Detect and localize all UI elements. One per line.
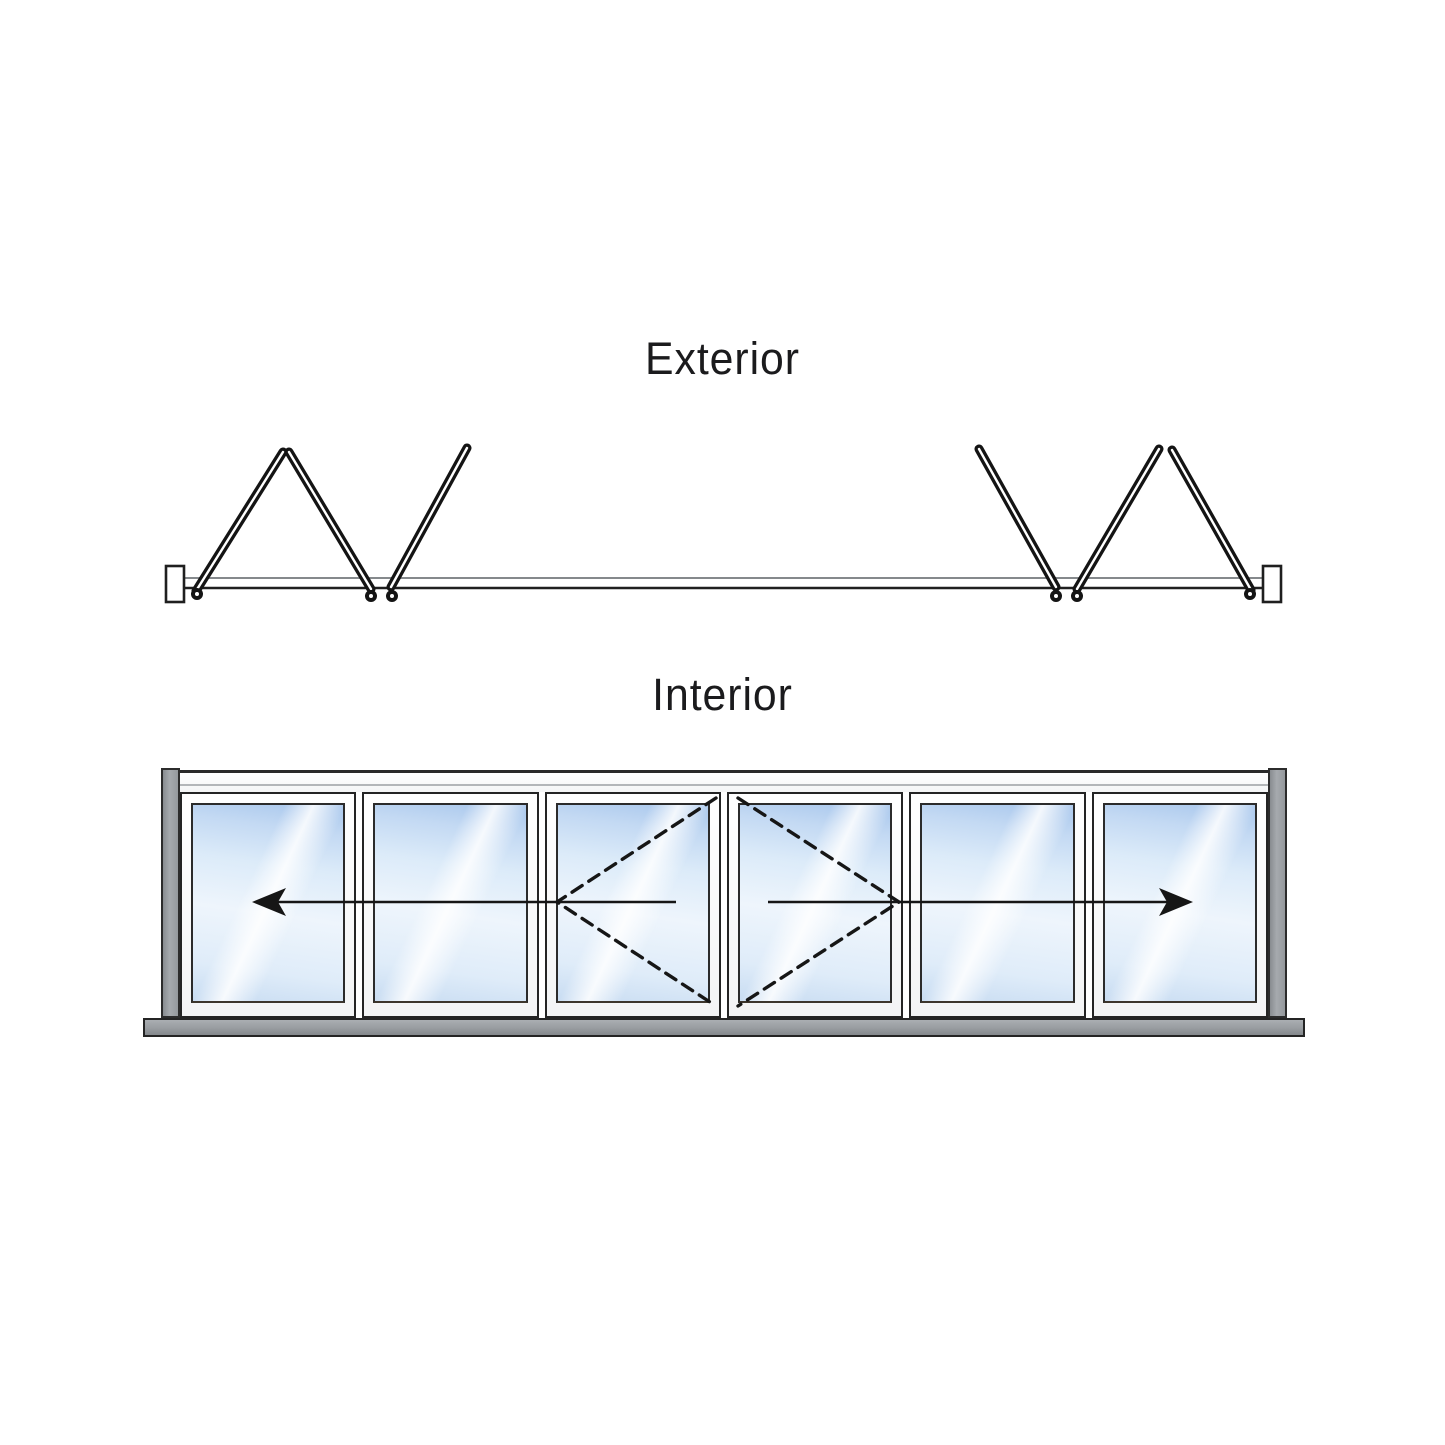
glass-pane [920, 803, 1075, 1003]
plan-left-panel-stack [191, 443, 472, 596]
glass-pane [373, 803, 528, 1003]
door-panel-6 [1091, 792, 1268, 1018]
interior-elevation-view [143, 768, 1305, 1037]
door-panel-5 [909, 792, 1086, 1018]
door-panel-1 [180, 792, 357, 1018]
glass-pane [191, 803, 346, 1003]
hinge-pivot-icons [191, 588, 1256, 602]
exterior-label: Exterior [645, 333, 800, 384]
plan-view-folding-diagram [164, 443, 1283, 604]
door-panel-3 [544, 792, 721, 1018]
door-panel-4 [726, 792, 904, 1018]
glass-pane [1102, 803, 1257, 1003]
interior-label: Interior [652, 669, 793, 720]
sill [143, 1018, 1305, 1037]
door-panel-2 [362, 792, 539, 1018]
plan-left-jamb-block [164, 564, 186, 604]
plan-right-panel-stack [974, 444, 1256, 595]
right-jamb [1268, 768, 1287, 1018]
door-panels-row [180, 792, 1268, 1018]
left-jamb [161, 768, 180, 1018]
glass-pane [555, 803, 710, 1003]
glass-pane [737, 803, 893, 1003]
plan-right-jamb-block [1261, 564, 1283, 604]
head-frame [180, 770, 1268, 792]
